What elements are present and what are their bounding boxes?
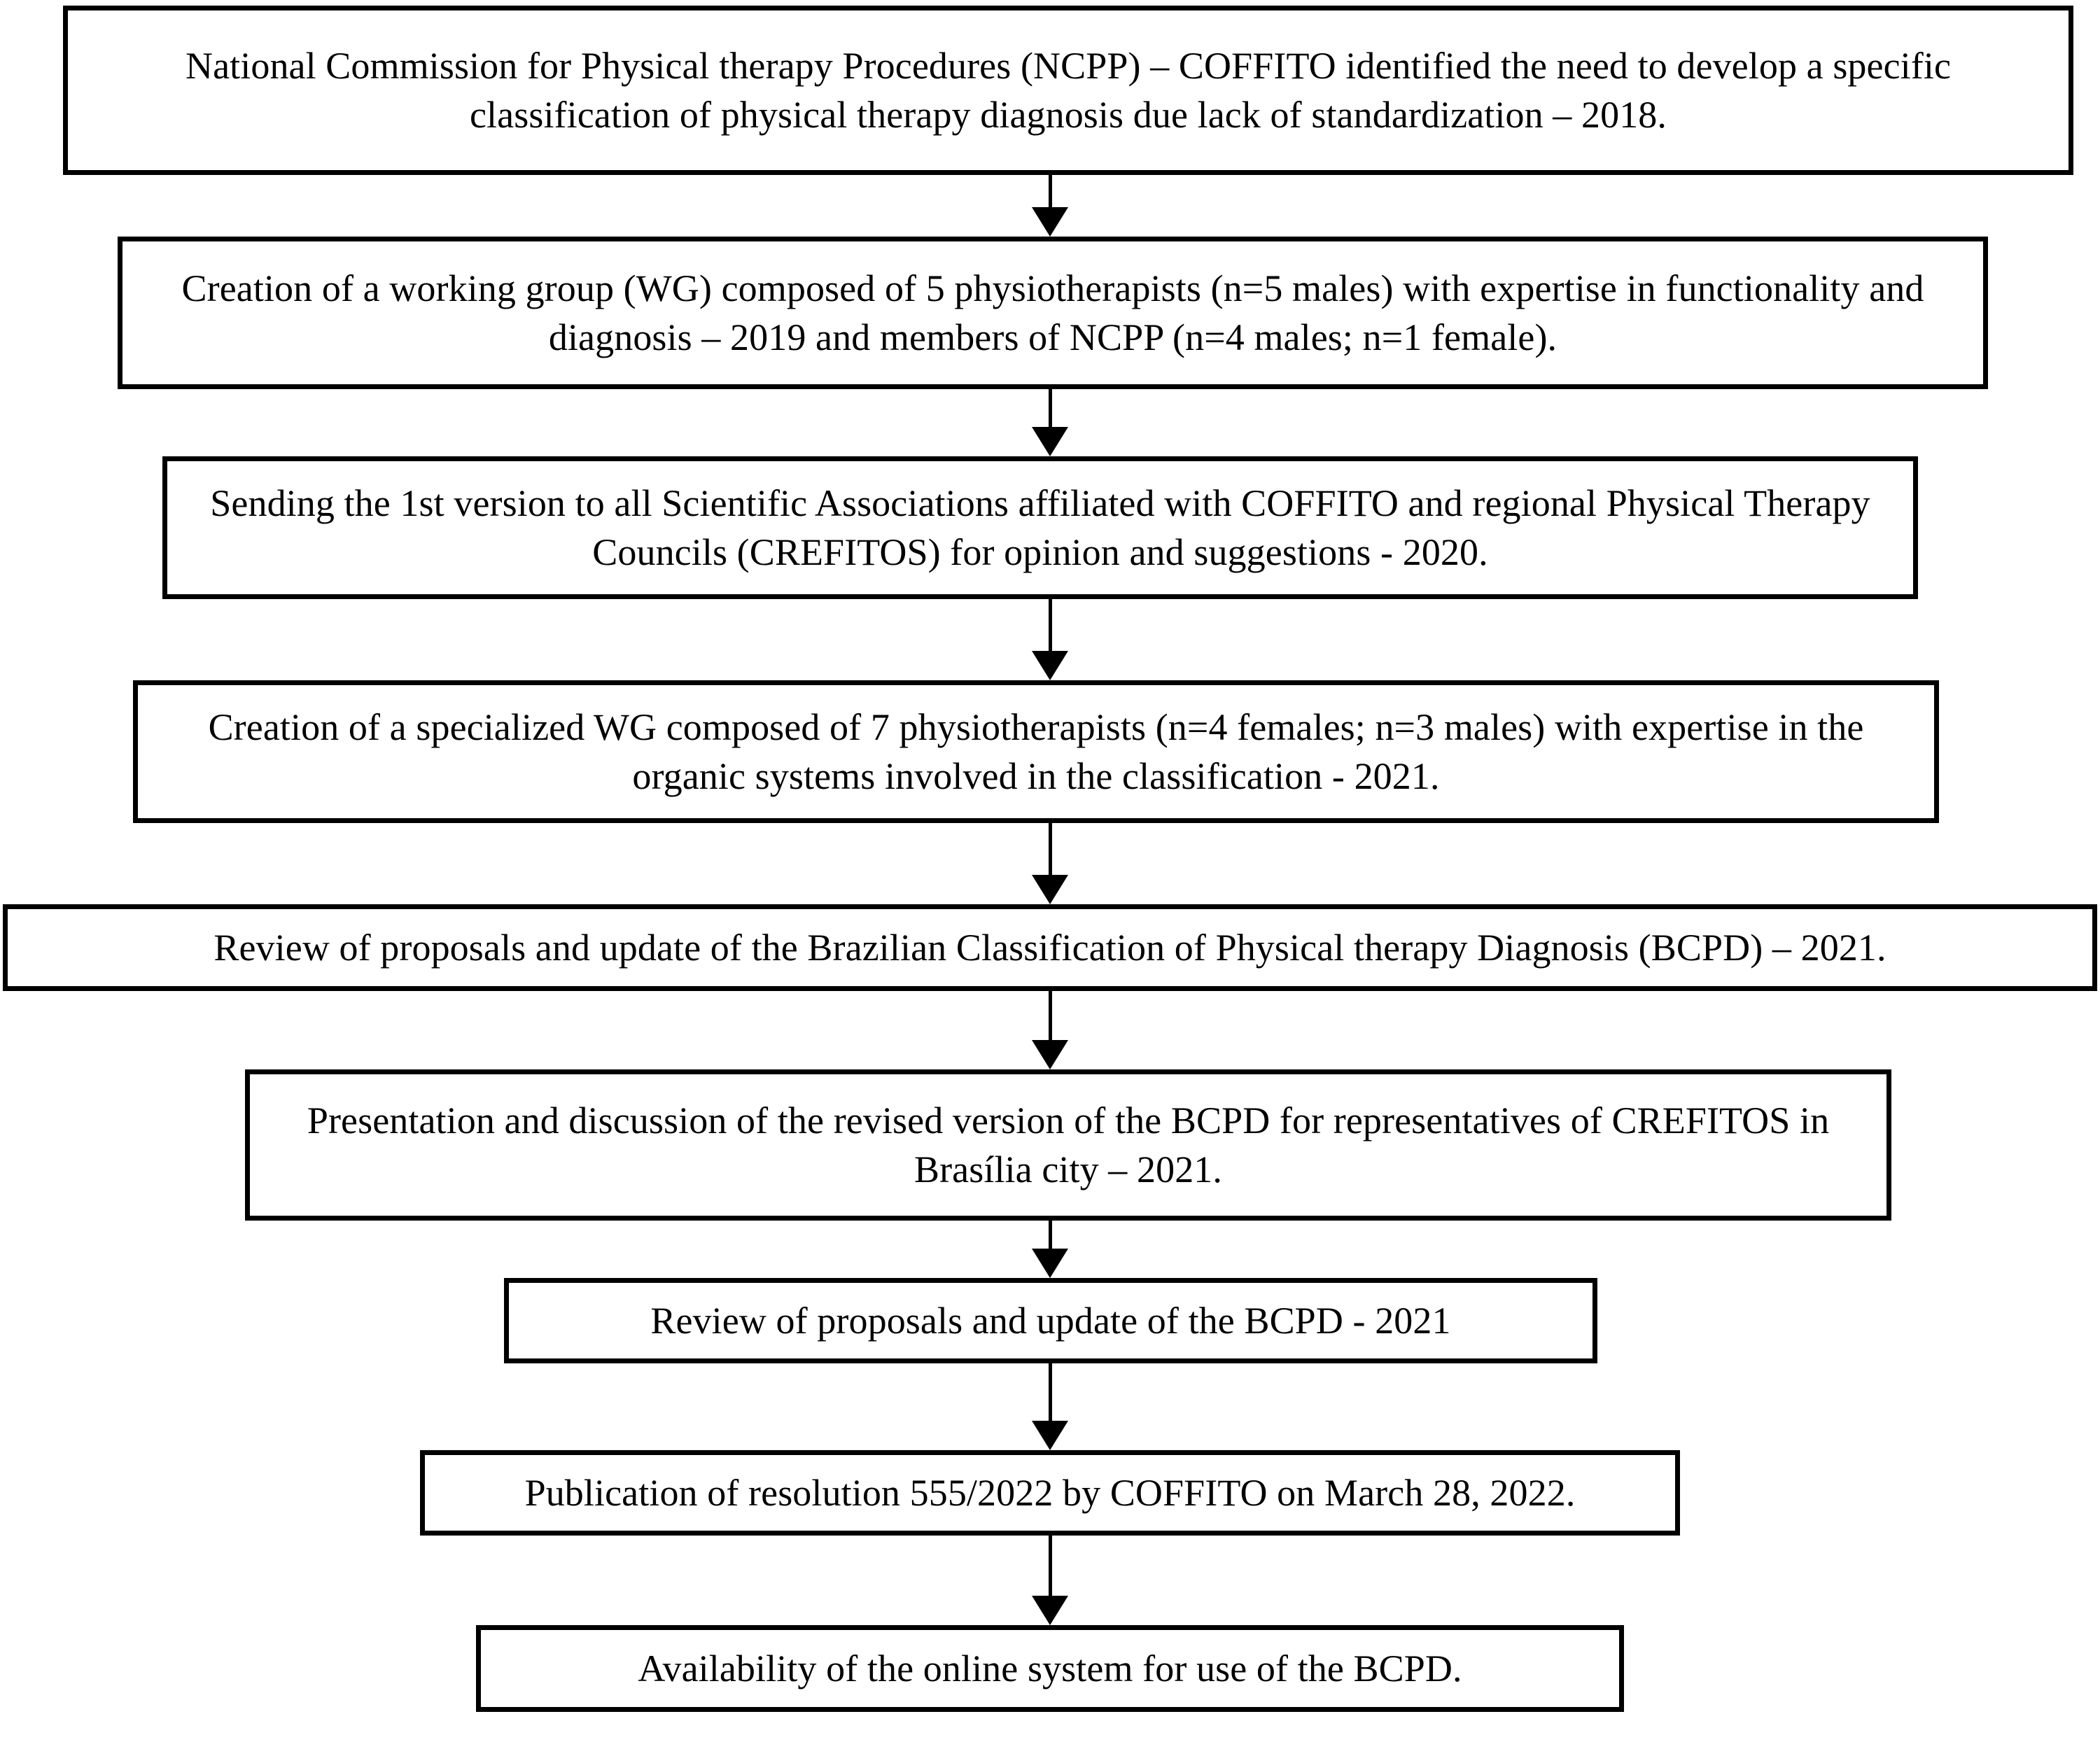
arrowhead-down-icon: [1032, 1421, 1068, 1450]
flow-node-5-label: Review of proposals and update of the Br…: [214, 926, 1886, 969]
arrowhead-down-icon: [1032, 651, 1068, 680]
arrowhead-down-icon: [1032, 427, 1068, 456]
flow-node-8: Publication of resolution 555/2022 by CO…: [420, 1450, 1680, 1536]
connector-stem: [1049, 1363, 1052, 1421]
flow-node-3: Sending the 1st version to all Scientifi…: [162, 456, 1918, 599]
connector-stem: [1049, 599, 1052, 651]
connector-stem: [1049, 1536, 1052, 1596]
connector-stem: [1049, 1221, 1052, 1249]
flow-node-6-label: Presentation and discussion of the revis…: [307, 1099, 1830, 1190]
arrowhead-down-icon: [1032, 1596, 1068, 1625]
flow-node-1: National Commission for Physical therapy…: [63, 6, 2073, 175]
flow-node-9-label: Availability of the online system for us…: [638, 1647, 1462, 1690]
flow-node-6: Presentation and discussion of the revis…: [245, 1069, 1891, 1221]
flow-node-3-label: Sending the 1st version to all Scientifi…: [210, 482, 1870, 573]
connector-stem: [1049, 175, 1052, 207]
flow-node-4-label: Creation of a specialized WG composed of…: [208, 705, 1864, 797]
arrowhead-down-icon: [1032, 207, 1068, 237]
arrowhead-down-icon: [1032, 875, 1068, 904]
flow-node-7-label: Review of proposals and update of the BC…: [650, 1299, 1451, 1342]
arrowhead-down-icon: [1032, 1249, 1068, 1278]
connector-stem: [1049, 389, 1052, 427]
flow-node-1-label: National Commission for Physical therapy…: [185, 44, 1952, 136]
flow-node-5: Review of proposals and update of the Br…: [3, 904, 2097, 991]
flow-node-2: Creation of a working group (WG) compose…: [118, 237, 1988, 389]
flow-node-9: Availability of the online system for us…: [476, 1625, 1624, 1712]
flow-node-7: Review of proposals and update of the BC…: [504, 1278, 1597, 1363]
flow-node-8-label: Publication of resolution 555/2022 by CO…: [524, 1471, 1576, 1514]
connector-stem: [1049, 823, 1052, 875]
connector-stem: [1049, 991, 1052, 1040]
flow-node-4: Creation of a specialized WG composed of…: [133, 680, 1939, 823]
arrowhead-down-icon: [1032, 1040, 1068, 1069]
flow-node-2-label: Creation of a working group (WG) compose…: [181, 267, 1924, 358]
